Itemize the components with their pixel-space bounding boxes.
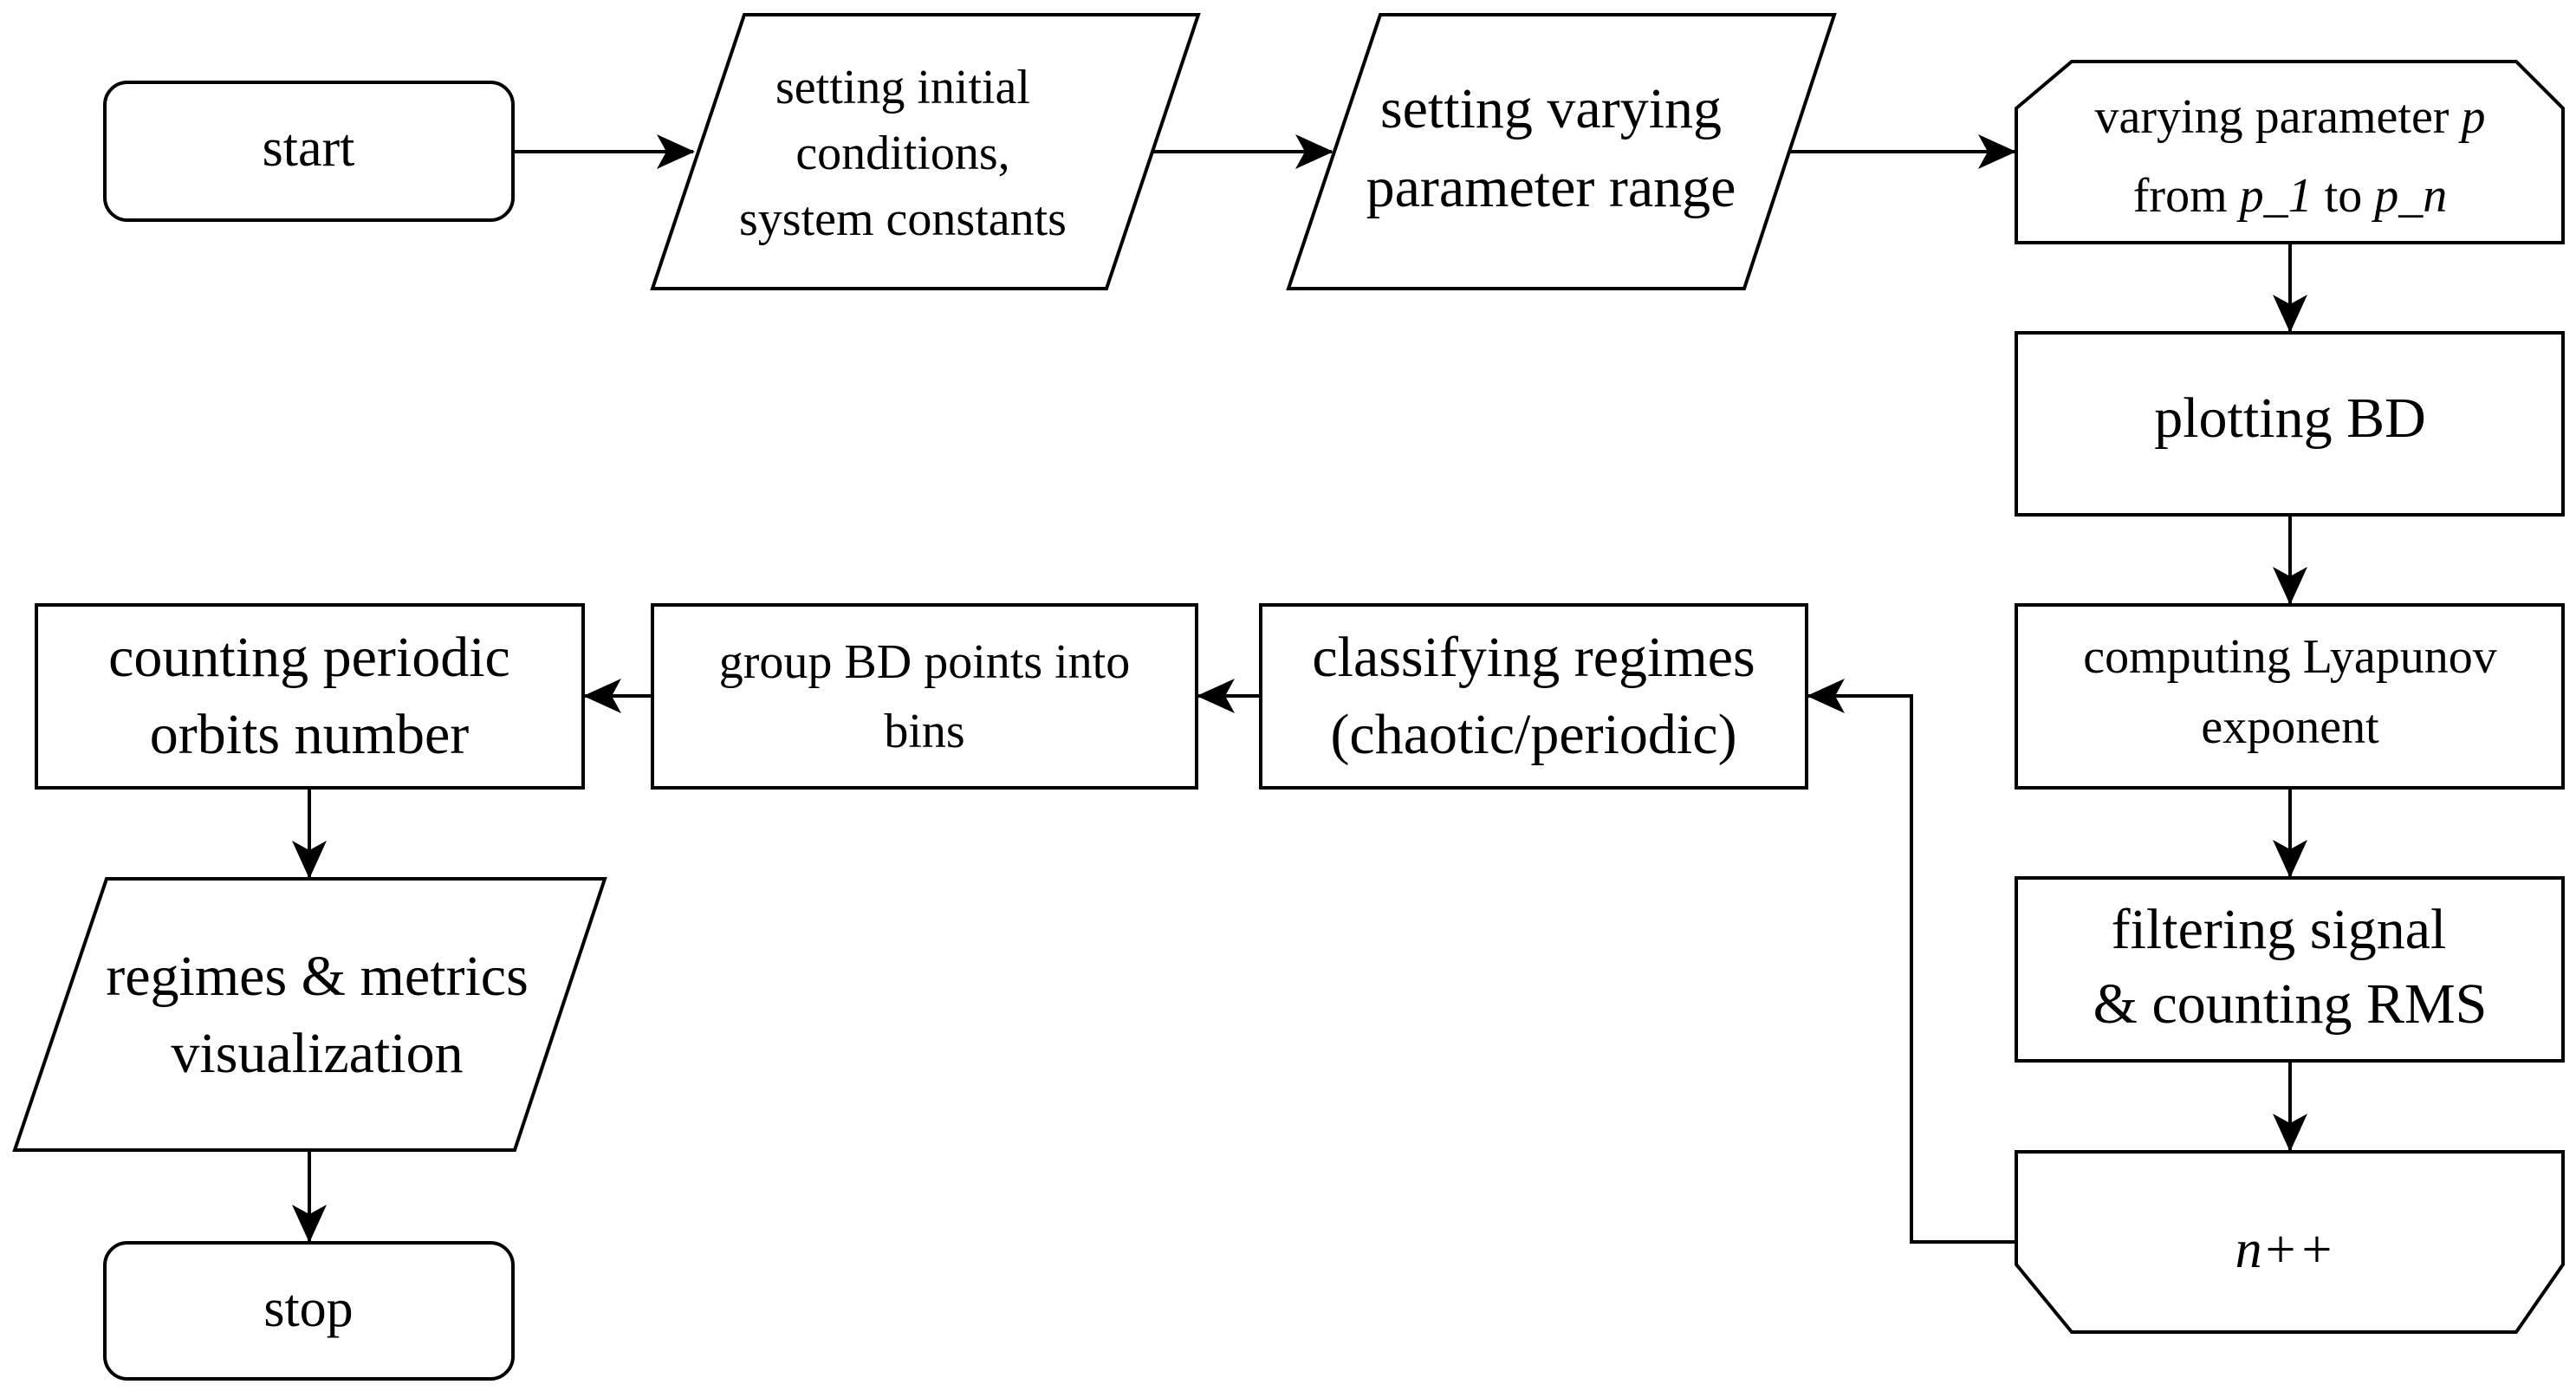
process-shape xyxy=(2015,331,2565,517)
loop-limit-start-shape xyxy=(2015,60,2565,244)
group-bd-line-1: group BD points into xyxy=(719,635,1130,689)
classifying-line-2: (chaotic/periodic) xyxy=(1330,703,1736,766)
process-shape xyxy=(35,603,585,790)
io-parallelogram-shape xyxy=(1286,13,1837,290)
io-parallelogram-shape xyxy=(12,877,607,1152)
process-shape xyxy=(1259,603,1808,790)
node-loop-end: n++ xyxy=(2015,1150,2565,1334)
node-setting-initial-conditions: setting initial conditions, system const… xyxy=(650,13,1201,290)
process-shape xyxy=(651,603,1198,790)
stop-label: stop xyxy=(263,1279,353,1338)
node-loop-start: varying parameter p from p_1 to p_n xyxy=(2015,60,2565,244)
setting-initial-line-3: system constants xyxy=(739,192,1067,246)
node-setting-parameter-range: setting varying parameter range xyxy=(1286,13,1837,290)
filtering-line-1: filtering signal xyxy=(2112,898,2447,961)
node-visualization: regimes & metrics visualization xyxy=(12,877,607,1152)
loop-limit-end-shape xyxy=(2015,1150,2565,1334)
node-counting-periodic-orbits: counting periodic orbits number xyxy=(35,603,585,790)
loop-start-line-1: varying parameter p xyxy=(2095,90,2486,144)
visualization-line-1: regimes & metrics xyxy=(106,945,529,1008)
setting-initial-line-1: setting initial xyxy=(775,61,1030,114)
node-stop: stop xyxy=(103,1241,515,1381)
group-bd-line-2: bins xyxy=(884,705,964,758)
connectors xyxy=(292,134,2307,1244)
classifying-line-1: classifying regimes xyxy=(1312,626,1755,689)
node-classifying-regimes: classifying regimes (chaotic/periodic) xyxy=(1259,603,1808,790)
start-label: start xyxy=(263,119,355,178)
plotting-bd-label: plotting BD xyxy=(2154,387,2426,450)
node-group-bd-points: group BD points into bins xyxy=(651,603,1198,790)
setting-range-line-1: setting varying xyxy=(1380,77,1722,140)
node-start: start xyxy=(103,81,515,222)
process-shape xyxy=(2015,603,2565,790)
node-computing-lyapunov: computing Lyapunov exponent xyxy=(2015,603,2565,790)
terminator-shape xyxy=(103,81,515,222)
counting-orbits-line-2: orbits number xyxy=(150,703,469,766)
counting-orbits-line-1: counting periodic xyxy=(108,626,510,689)
setting-initial-line-2: conditions, xyxy=(795,127,1009,180)
terminator-shape xyxy=(103,1241,515,1381)
loop-end-label: n++ xyxy=(2235,1220,2335,1279)
setting-range-line-2: parameter range xyxy=(1366,156,1736,219)
arrow-loopend-to-classifying xyxy=(1807,679,2015,1244)
lyapunov-line-1: computing Lyapunov xyxy=(2083,630,2497,684)
lyapunov-line-2: exponent xyxy=(2201,700,2379,754)
filtering-line-2: & counting RMS xyxy=(2093,972,2488,1036)
io-parallelogram-shape xyxy=(650,13,1201,290)
node-plotting-bd: plotting BD xyxy=(2015,331,2565,517)
node-filtering-signal: filtering signal & counting RMS xyxy=(2015,876,2565,1063)
visualization-line-2: visualization xyxy=(171,1022,463,1085)
loop-start-line-2: from p_1 to p_n xyxy=(2133,169,2447,223)
process-shape xyxy=(2015,876,2565,1063)
